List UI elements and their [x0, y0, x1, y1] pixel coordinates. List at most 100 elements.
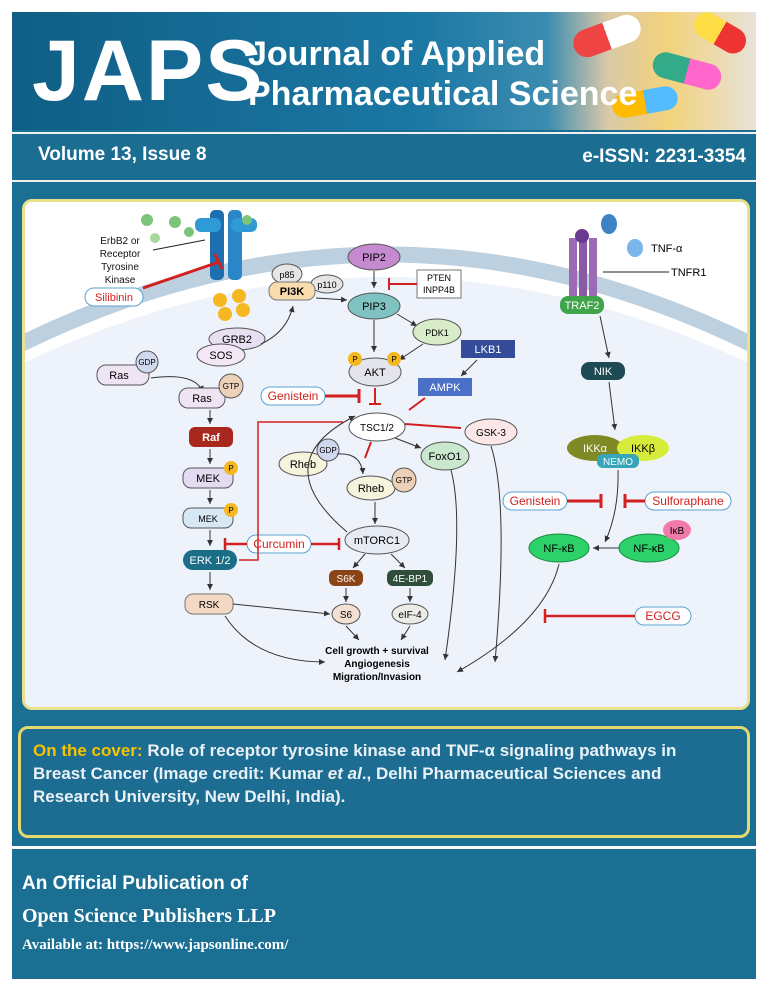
raf-node [189, 427, 233, 447]
ras-gtp-label: Ras [192, 393, 212, 405]
caption-etal: et al [327, 764, 362, 783]
eissn: e-ISSN: 2231-3354 [582, 146, 746, 167]
ampk-node [418, 378, 472, 396]
eif4-node [391, 603, 429, 625]
s6-node [331, 603, 361, 625]
s6-label: S6 [340, 610, 353, 621]
lkb1-node [461, 340, 515, 358]
rheb-gdp-node [278, 451, 328, 477]
journal-title-line1: Journal of Applied [248, 35, 546, 73]
gdp-tag-1: GDP [138, 358, 155, 367]
mek-node-2 [182, 507, 234, 529]
akt-node [348, 357, 402, 387]
s6k-label: S6K [337, 574, 356, 585]
ras-gtp-node [178, 387, 226, 409]
lkb1-label: LKB1 [475, 344, 502, 356]
tnfa-icon [627, 239, 643, 257]
pip3-label: PIP3 [362, 301, 386, 313]
gdp-tag-2: GDP [319, 446, 336, 455]
genistein-label-1: Genistein [268, 389, 319, 403]
foxo1-label: FoxO1 [428, 451, 461, 463]
journal-title-line2: Pharmaceutical Science [248, 75, 638, 113]
pdk1-label: PDK1 [425, 328, 449, 338]
egcg-label: EGCG [645, 609, 680, 623]
pi3k-node [268, 281, 316, 301]
caption-body-a: Role of receptor tyrosine kinase and TNF… [33, 741, 677, 783]
nik-label: NIK [594, 366, 613, 378]
outcome-line3: Migration/Invasion [333, 672, 421, 683]
pathway-svg: ErbB2 or Receptor Tyrosine Kinase Silibi… [25, 210, 747, 707]
erbb2-label-1: ErbB2 or [100, 236, 140, 247]
pip2-label: PIP2 [362, 252, 386, 264]
outcome-line1: Cell growth + survival [325, 646, 429, 657]
ras-gdp-node [96, 364, 150, 386]
publisher-name: Open Science Publishers LLP [22, 905, 276, 927]
genistein-label-2: Genistein [510, 494, 561, 508]
pip3-node [347, 292, 401, 320]
publication-line: An Official Publication of [22, 873, 248, 894]
erbb2-label-2: Receptor [100, 249, 141, 260]
erbb2-label-4: Kinase [105, 275, 136, 286]
journal-logo: JAPS [32, 23, 265, 119]
nfkb-label-2: NF-κB [633, 543, 664, 555]
pip2-node [347, 243, 401, 271]
caption-body-b: ., Delhi Pharmaceutical Sciences and Res… [33, 764, 662, 806]
tnfa-label: TNF-α [651, 243, 683, 255]
p-tag-akt1: P [352, 355, 357, 364]
mtorc1-node [344, 525, 410, 555]
mek-node-1 [182, 467, 234, 489]
tnfr1-label: TNFR1 [671, 267, 706, 279]
pten-label-1: PTEN [427, 273, 451, 283]
p-tag-mek: P [228, 464, 233, 473]
journal-header: JAPS Journal of Applied Pharmaceutical S… [12, 12, 756, 130]
grb2-label: GRB2 [222, 334, 252, 346]
tnfr1-receptor [569, 229, 597, 298]
ampk-label: AMPK [429, 382, 461, 394]
ikkb-label: IKKβ [631, 443, 655, 455]
raf-label: Raf [202, 432, 220, 444]
gtp-tag-2: GTP [396, 476, 412, 485]
nik-node [581, 362, 625, 380]
mek-label-1: MEK [196, 473, 221, 485]
rheb-label-1: Rheb [290, 459, 316, 471]
nemo-label: NEMO [603, 457, 633, 468]
ikka-label: IKKα [583, 443, 608, 455]
footer: An Official Publication of Open Science … [12, 846, 756, 979]
capsule-decoration [689, 12, 751, 59]
p85-label: p85 [279, 270, 294, 280]
nfkb-label-1: NF-κB [543, 543, 574, 555]
pi3k-label: PI3K [280, 286, 305, 298]
cover-caption: On the cover: Role of receptor tyrosine … [18, 726, 750, 838]
silibinin-label: Silibinin [95, 292, 133, 304]
traf2-node [560, 296, 604, 314]
ebp1-node [387, 570, 433, 586]
akt-label: AKT [364, 367, 386, 379]
availability-link[interactable]: Available at: https://www.japsonline.com… [22, 937, 289, 953]
ikb-label: IκB [670, 526, 685, 537]
eif4-label: eIF-4 [398, 610, 422, 621]
p-tag-akt2: P [391, 355, 396, 364]
caption-lead: On the cover: [33, 741, 143, 760]
gsk3-label: GSK-3 [476, 428, 506, 439]
nemo-node [597, 454, 639, 468]
pdk1-node [412, 318, 462, 346]
outcome-line2: Angiogenesis [344, 659, 410, 670]
journal-title: Journal of Applied Pharmaceutical Scienc… [248, 34, 637, 114]
s6k-node [329, 570, 363, 586]
mtorc1-label: mTORC1 [354, 535, 400, 547]
silibinin-box [84, 287, 144, 307]
rsk-label: RSK [199, 600, 220, 611]
mek-label-2: MEK [198, 514, 218, 524]
gtp-tag-1: GTP [223, 382, 239, 391]
p-tag-mek2: P [228, 506, 233, 515]
issue-bar: Volume 13, Issue 8 e-ISSN: 2231-3354 [12, 132, 756, 182]
erk-node [183, 550, 237, 570]
receptor-tyrosine-kinase [141, 210, 257, 321]
ikb-node [663, 520, 691, 540]
sos-node [196, 343, 246, 367]
rheb-label-2: Rheb [358, 483, 384, 495]
tsc-label: TSC1/2 [360, 423, 394, 434]
ras-gdp-label: Ras [109, 370, 129, 382]
pathway-diagram: ErbB2 or Receptor Tyrosine Kinase Silibi… [22, 199, 750, 710]
pten-box [416, 269, 462, 299]
